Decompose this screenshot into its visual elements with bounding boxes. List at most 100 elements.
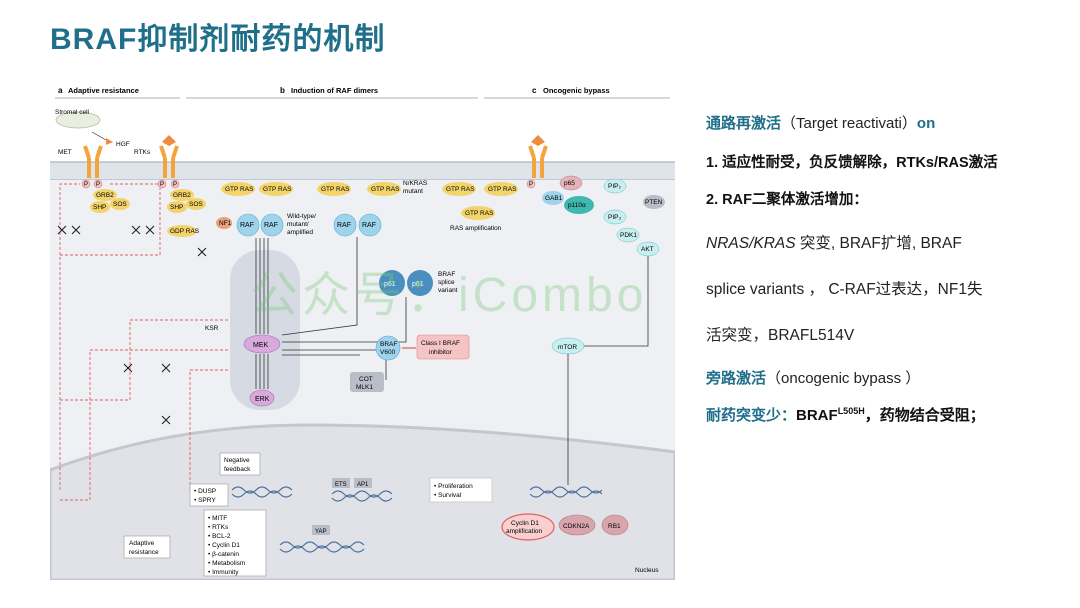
svg-text:GRB2: GRB2 (173, 192, 191, 199)
nkras-mutant-label: mutant (403, 188, 423, 195)
svg-text:AKT: AKT (641, 246, 654, 253)
akt-mtor-arrow (584, 256, 649, 347)
svg-text:SHP: SHP (93, 204, 106, 211)
resistance-line: 耐药突变少：BRAFL505H，药物结合受阻； (706, 406, 985, 424)
dna-3 (529, 486, 603, 498)
panel-b-title: Induction of RAF dimers (291, 86, 378, 95)
mutant-label: mutant/ (287, 221, 309, 228)
braf-splice-label-1: BRAF (438, 271, 455, 278)
svg-text:GTP RAS: GTP RAS (488, 186, 517, 193)
svg-text:p61: p61 (384, 281, 396, 288)
met-label: MET (58, 149, 72, 156)
phospho-sites: P P P P P (81, 179, 536, 189)
panel-c-letter: c (532, 86, 537, 95)
svg-text:P: P (96, 182, 100, 188)
raf-dimer-wt: RAF RAF (236, 213, 284, 237)
svg-text:P: P (160, 182, 164, 188)
ap1-label: AP1 (357, 482, 369, 488)
stromal-label: Stromal cell (55, 109, 90, 116)
svg-text:RAF: RAF (240, 222, 254, 229)
braf-v600-node (375, 335, 401, 361)
cot-mlk1-box (350, 372, 384, 392)
svg-text:• β-catenin: • β-catenin (208, 551, 239, 558)
dusp-label: • DUSP (194, 488, 216, 495)
dusp-spry-box (189, 483, 229, 507)
braf-splice-dimer: p61 p61 (379, 270, 433, 296)
rb1-node (601, 514, 629, 536)
panel-b-letter: b (280, 86, 285, 95)
ksr-label: KSR (205, 325, 219, 332)
svg-text:RAF: RAF (362, 222, 376, 229)
negative-feedback-box (219, 452, 261, 476)
item-2: 2. RAF二聚体激活增加： (706, 192, 868, 208)
para-1: NRAS/KRAS 突变, BRAF扩增, BRAF (706, 235, 962, 252)
panel-c-title: Oncogenic bypass (543, 86, 610, 95)
item-1: 1. 适应性耐受，负反馈解除，RTKs/RAS激活 (706, 155, 998, 171)
cdkn2a-label: CDKN2A (563, 523, 590, 530)
svg-text:PIP₃: PIP₃ (608, 214, 621, 221)
wild-type-label: Wild-type/ (287, 213, 316, 220)
cyclin-label-2: amplification (506, 528, 543, 535)
cyclin-d1-node (501, 513, 555, 541)
cot-label: COT (359, 376, 373, 383)
svg-text:SHP: SHP (170, 204, 183, 211)
svg-text:PIP₂: PIP₂ (608, 183, 621, 190)
mek-label: MEK (253, 342, 269, 349)
cross-marks (57, 225, 207, 425)
para-3: 活突变，BRAFL514V (706, 327, 855, 344)
svg-text:RAF: RAF (264, 222, 278, 229)
mlk1-label: MLK1 (356, 384, 373, 391)
yap-label: YAP (315, 529, 327, 535)
erk-node (249, 389, 275, 407)
svg-text:GAB1: GAB1 (545, 195, 563, 202)
ets-box (332, 478, 350, 488)
hgf-label: HGF (116, 141, 130, 148)
cdkn2a-node (558, 514, 596, 536)
svg-text:SOS: SOS (189, 201, 203, 208)
spry-label: • SPRY (194, 497, 216, 504)
svg-text:GTP RAS: GTP RAS (321, 186, 350, 193)
grb2-complex-a: GRB2 SHP SOS (90, 189, 130, 213)
yap-box (312, 525, 330, 535)
mapk-column (230, 250, 300, 410)
cyclin-label-1: Cyclin D1 (511, 520, 539, 527)
svg-text:RAF: RAF (337, 222, 351, 229)
target-genes-box (203, 509, 267, 577)
hgf-arrow (91, 131, 107, 141)
ets-label: ETS (335, 482, 347, 488)
svg-text:P: P (173, 182, 177, 188)
braf-resistance-diagram: a Adaptive resistance b Induction of RAF… (50, 80, 675, 580)
neg-feedback-1: Negative (224, 457, 250, 464)
rtk-receptor (159, 135, 179, 178)
rtks-label: RTKs (134, 149, 151, 156)
raf-dimer-ras: RAF RAF (333, 213, 382, 237)
svg-text:• MITF: • MITF (208, 515, 227, 522)
svg-text:• Immunity: • Immunity (208, 569, 239, 576)
negative-feedback-lines (59, 183, 230, 501)
svg-text:P: P (529, 182, 533, 188)
adaptive-label-1: Adaptive (129, 540, 155, 547)
adaptive-label-2: resistance (129, 549, 159, 556)
explanation-panel: 通路再激活（Target reactivati）on 1. 适应性耐受，负反馈解… (706, 112, 1066, 425)
svg-text:p65: p65 (564, 180, 575, 187)
survival-label: • Survival (434, 492, 462, 499)
neg-feedback-2: feedback (224, 466, 251, 473)
svg-text:GTP RAS: GTP RAS (225, 186, 254, 193)
ap1-box (354, 478, 372, 488)
svg-text:• Cyclin D1: • Cyclin D1 (208, 542, 240, 549)
class1-label-2: inhibitor (429, 349, 453, 356)
erk-label: ERK (255, 396, 270, 403)
cell-membrane (50, 162, 675, 180)
bypass-receptor (528, 135, 548, 178)
page-title: BRAF抑制剂耐药的机制 (50, 23, 386, 56)
grb2-complex-b: GRB2 SHP SOS GDP RAS NF1 (167, 189, 232, 237)
hgf-ligand (106, 138, 113, 145)
braf-splice-label-3: variant (438, 287, 458, 294)
svg-text:p110α: p110α (568, 202, 586, 209)
svg-text:SOS: SOS (113, 201, 127, 208)
svg-text:PDK1: PDK1 (620, 232, 637, 239)
dna-4 (279, 541, 365, 553)
svg-text:GDP RAS: GDP RAS (170, 228, 200, 235)
dna-1 (231, 486, 293, 498)
met-receptor (83, 145, 103, 178)
